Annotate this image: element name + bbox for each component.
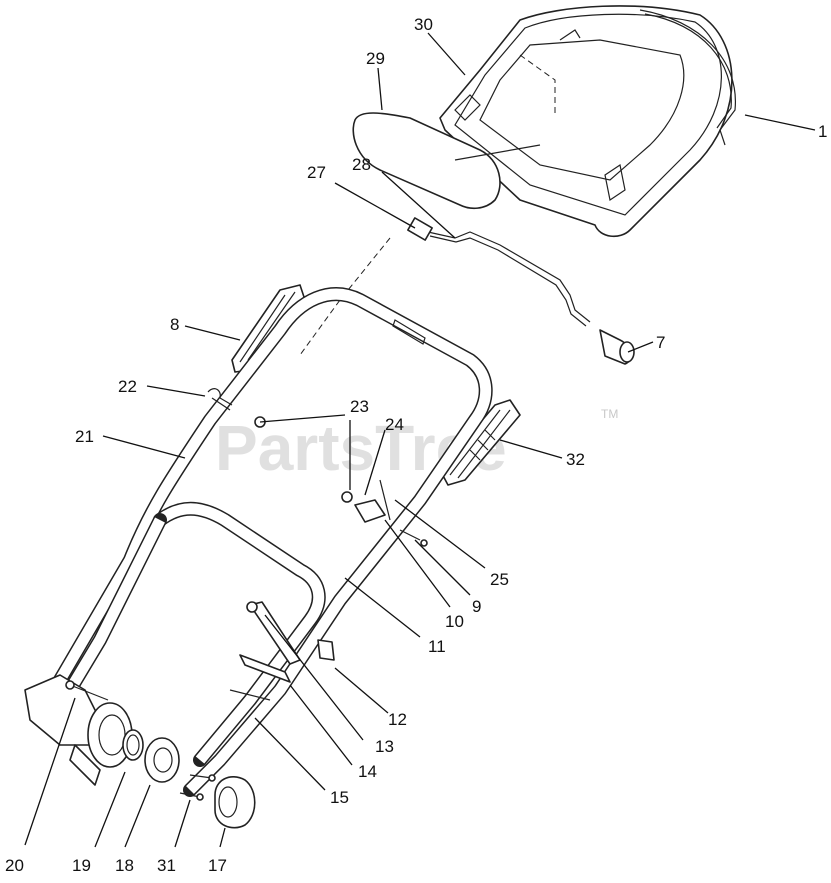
callout-1: 1 — [818, 122, 827, 141]
leader-lines — [24, 32, 816, 848]
cam-part — [144, 737, 180, 783]
hardware-cluster-parts-9-10-23-24-25 — [254, 416, 428, 547]
callout-15: 15 — [330, 788, 349, 807]
control-cable-part-28 — [407, 217, 635, 365]
callout-30: 30 — [414, 15, 433, 34]
knob-part-17 — [214, 776, 256, 829]
callout-29: 29 — [366, 49, 385, 68]
callout-12: 12 — [388, 710, 407, 729]
callout-11: 11 — [428, 637, 446, 656]
callout-18: 18 — [115, 856, 134, 875]
callout-10: 10 — [445, 612, 464, 631]
callout-27: 27 — [307, 163, 326, 182]
callout-32: 32 — [566, 450, 585, 469]
callout-7: 7 — [656, 333, 665, 352]
callout-14: 14 — [358, 762, 377, 781]
callout-21: 21 — [75, 427, 94, 446]
bolts-part-31 — [179, 774, 216, 801]
cable-clip-part-22 — [207, 388, 233, 411]
lower-handle-part-15 — [63, 501, 326, 767]
callout-13: 13 — [375, 737, 394, 756]
rod-part-1 — [639, 9, 736, 146]
callout-8: 8 — [170, 315, 179, 334]
callout-31: 31 — [157, 856, 176, 875]
callout-24: 24 — [385, 415, 404, 434]
grip-pad-part-8 — [231, 284, 306, 373]
assembly-dashed-line-1 — [299, 237, 391, 356]
callout-28: 28 — [352, 155, 371, 174]
callout-17: 17 — [208, 856, 227, 875]
upper-handle-part-21 — [53, 287, 493, 797]
callout-22: 22 — [118, 377, 137, 396]
watermark-trademark: TM — [601, 407, 618, 421]
callout-23: 23 — [350, 397, 369, 416]
handle-slot-detail — [392, 319, 426, 345]
bag-insert-part-29 — [352, 112, 541, 210]
callout-19: 19 — [72, 856, 91, 875]
callout-20: 20 — [5, 856, 24, 875]
callout-25: 25 — [490, 570, 509, 589]
spring-part-18 — [122, 729, 144, 761]
grass-bag-frame-part — [439, 5, 733, 238]
callout-9: 9 — [472, 597, 481, 616]
